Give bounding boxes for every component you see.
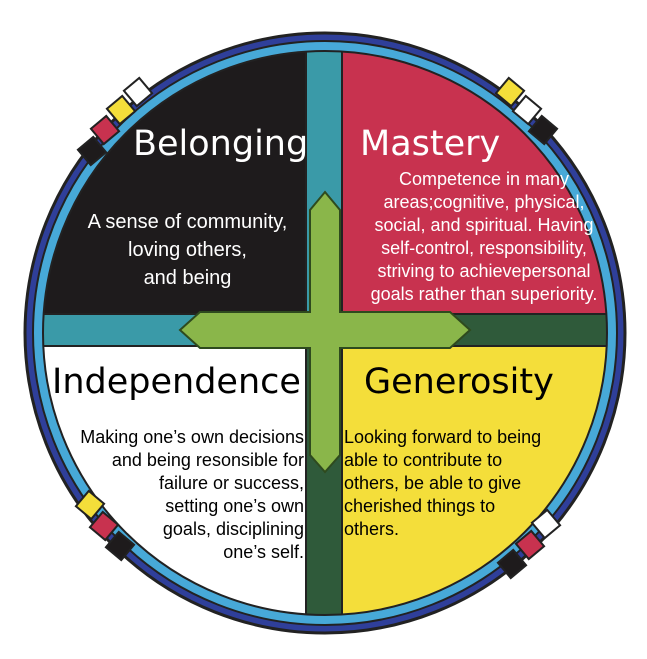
text-line: and being (143, 267, 232, 289)
text-line: A sense of community, (87, 211, 288, 233)
beads-top-right (494, 76, 559, 146)
text-line: one’s self. (223, 542, 304, 562)
beads-bottom-left (74, 489, 136, 562)
text-line: Making one’s own decisions (80, 427, 304, 447)
text-line: and being resonsible for (111, 450, 304, 470)
text-line: Competence in many (398, 169, 570, 189)
independence-title: Independence (52, 362, 301, 402)
text-line: goals rather than superiority. (370, 284, 598, 304)
text-line: striving to achievepersonal (377, 261, 591, 281)
belonging-description: A sense of community, loving others, and… (60, 208, 315, 292)
text-line: self-control, responsibility, (381, 238, 587, 258)
text-line: social, and spiritual. Having (374, 215, 594, 235)
text-line: areas;cognitive, physical, (383, 192, 585, 212)
text-line: able to contribute to (344, 450, 503, 470)
green-cross (178, 190, 472, 474)
text-line: others, be able to give (344, 473, 522, 493)
mastery-description: Competence in many areas;cognitive, phys… (338, 168, 630, 306)
text-line: failure or success, (158, 473, 304, 493)
belonging-title: Belonging (133, 124, 309, 164)
text-line: setting one’s own (165, 496, 304, 516)
mastery-title: Mastery (360, 124, 501, 164)
text-line: Looking forward to being (344, 427, 542, 447)
generosity-title: Generosity (364, 362, 554, 402)
generosity-description: Looking forward to being able to contrib… (344, 426, 604, 541)
independence-description: Making one’s own decisions and being res… (40, 426, 304, 564)
beads-bottom-right (496, 508, 562, 580)
text-line: others. (344, 519, 400, 539)
text-line: cherished things to (344, 496, 496, 516)
text-line: loving others, (128, 239, 247, 261)
beads-top-left (76, 76, 154, 167)
text-line: goals, disciplining (162, 519, 304, 539)
